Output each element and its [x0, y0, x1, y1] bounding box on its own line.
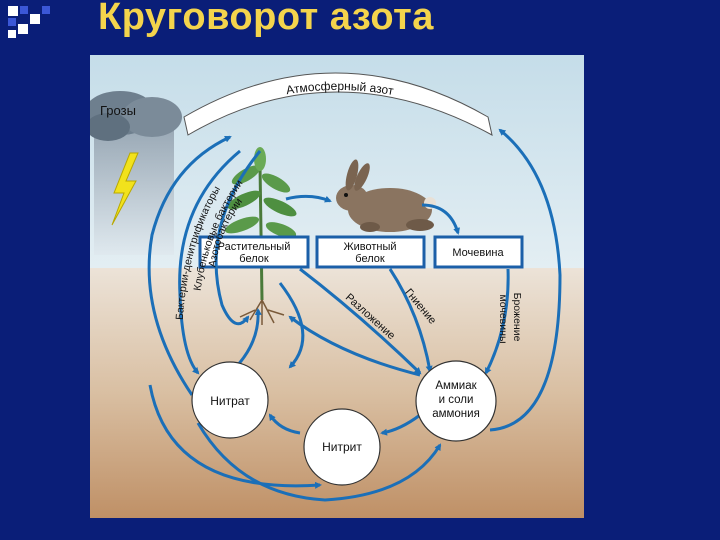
- svg-text:белок: белок: [239, 253, 269, 265]
- urea-box: Мочевина: [433, 235, 524, 269]
- svg-text:Растительный: Растительный: [218, 241, 291, 253]
- slide-title: Круговорот азота: [98, 0, 434, 38]
- svg-text:Мочевина: Мочевина: [452, 247, 504, 259]
- svg-text:Нитрит: Нитрит: [322, 440, 362, 454]
- svg-text:Животный: Животный: [343, 241, 396, 253]
- fermentation-label-line1: Брожение: [511, 293, 523, 342]
- storm-cloud-icon: [84, 91, 182, 255]
- fermentation-label-line2: мочевины: [497, 295, 509, 344]
- svg-text:Аммиак: Аммиак: [435, 380, 477, 392]
- atmosphere-label: Атмосферный азот: [285, 79, 395, 98]
- svg-text:аммония: аммония: [432, 408, 480, 420]
- lightning-icon: [111, 152, 139, 226]
- atmosphere-band: [183, 72, 493, 136]
- nitrogen-cycle-diagram: Грозы Атмосферный азот Растительный бело…: [84, 55, 584, 518]
- cycle-arrows: [147, 128, 562, 502]
- nitrite-node: Нитрит: [303, 408, 381, 486]
- svg-text:Нитрат: Нитрат: [210, 394, 250, 408]
- animal-protein-box: Животный белок: [315, 235, 426, 269]
- storm-label: Грозы: [100, 103, 136, 118]
- diagram-canvas: Грозы Атмосферный азот Растительный бело…: [84, 55, 584, 518]
- nitrate-node: Нитрат: [191, 361, 269, 439]
- ammonia-node: Аммиак и соли аммония: [415, 360, 497, 442]
- rabbit-icon: [336, 159, 436, 232]
- svg-text:и соли: и соли: [439, 394, 474, 406]
- svg-text:белок: белок: [355, 253, 385, 265]
